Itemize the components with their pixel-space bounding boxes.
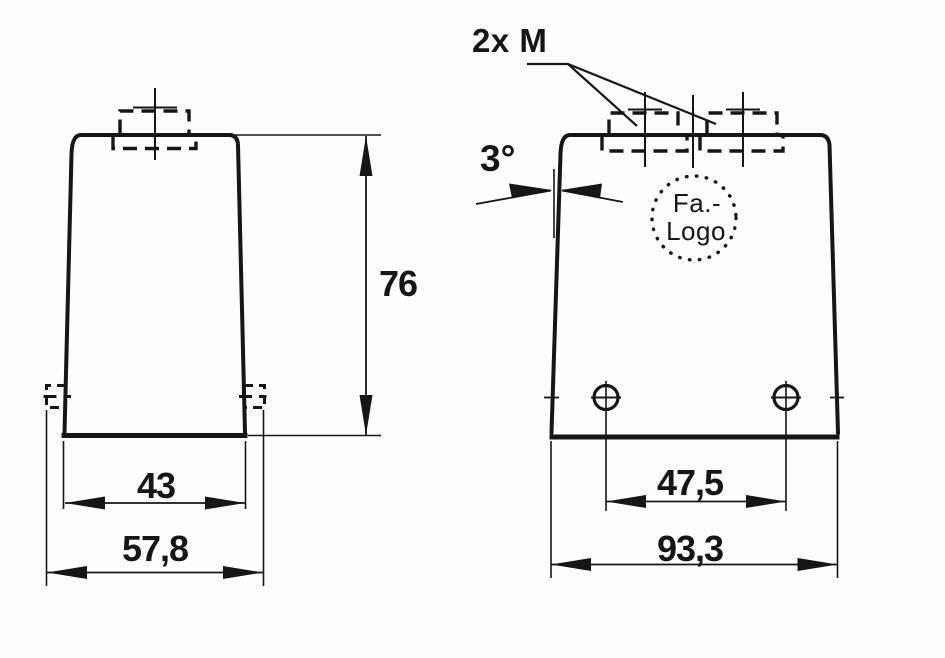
- gland-callout-label: 2x M: [472, 22, 547, 59]
- gland-callout-leader-b: [567, 62, 717, 126]
- side-gland-b-hidden-lower: [698, 136, 785, 153]
- dim-43-label: 43: [137, 465, 175, 506]
- side-gland-a-hidden-upper: [607, 111, 680, 134]
- company-logo-placeholder-circle: [650, 174, 738, 262]
- dim-76-label: 76: [379, 263, 417, 304]
- draft-angle-arrow-left: [509, 183, 552, 199]
- front-body-outline: [62, 133, 247, 435]
- draft-angle-arrow-right: [561, 183, 602, 199]
- side-body-outline: [549, 133, 840, 435]
- dim-933-label: 93,3: [657, 528, 723, 569]
- front-view: 43 57,8 76: [43, 88, 418, 586]
- company-logo-text-line1: Fa.-: [673, 188, 721, 218]
- dim-76-arrow-up: [359, 136, 373, 176]
- gland-callout-leader-a: [527, 62, 638, 127]
- draft-angle-label: 3°: [480, 138, 515, 179]
- dim-578-label: 57,8: [122, 528, 188, 569]
- dim-76-arrow-down: [359, 395, 373, 435]
- dim-475-arrow-left: [606, 495, 646, 508]
- dim-475-arrow-right: [746, 495, 786, 508]
- dim-475-label: 47,5: [657, 462, 724, 503]
- dim-933-arrow-right: [797, 558, 838, 571]
- dim-43-arrow-left: [65, 496, 105, 510]
- dim-578-arrow-right: [223, 566, 263, 579]
- dim-933-arrow-left: [551, 558, 591, 571]
- dim-578-arrow-left: [47, 566, 87, 579]
- side-view: 2x M 3° Fa.- Logo 47,5 9: [472, 22, 844, 578]
- company-logo-text-line2: Logo: [666, 216, 726, 246]
- dim-43-arrow-right: [205, 496, 245, 510]
